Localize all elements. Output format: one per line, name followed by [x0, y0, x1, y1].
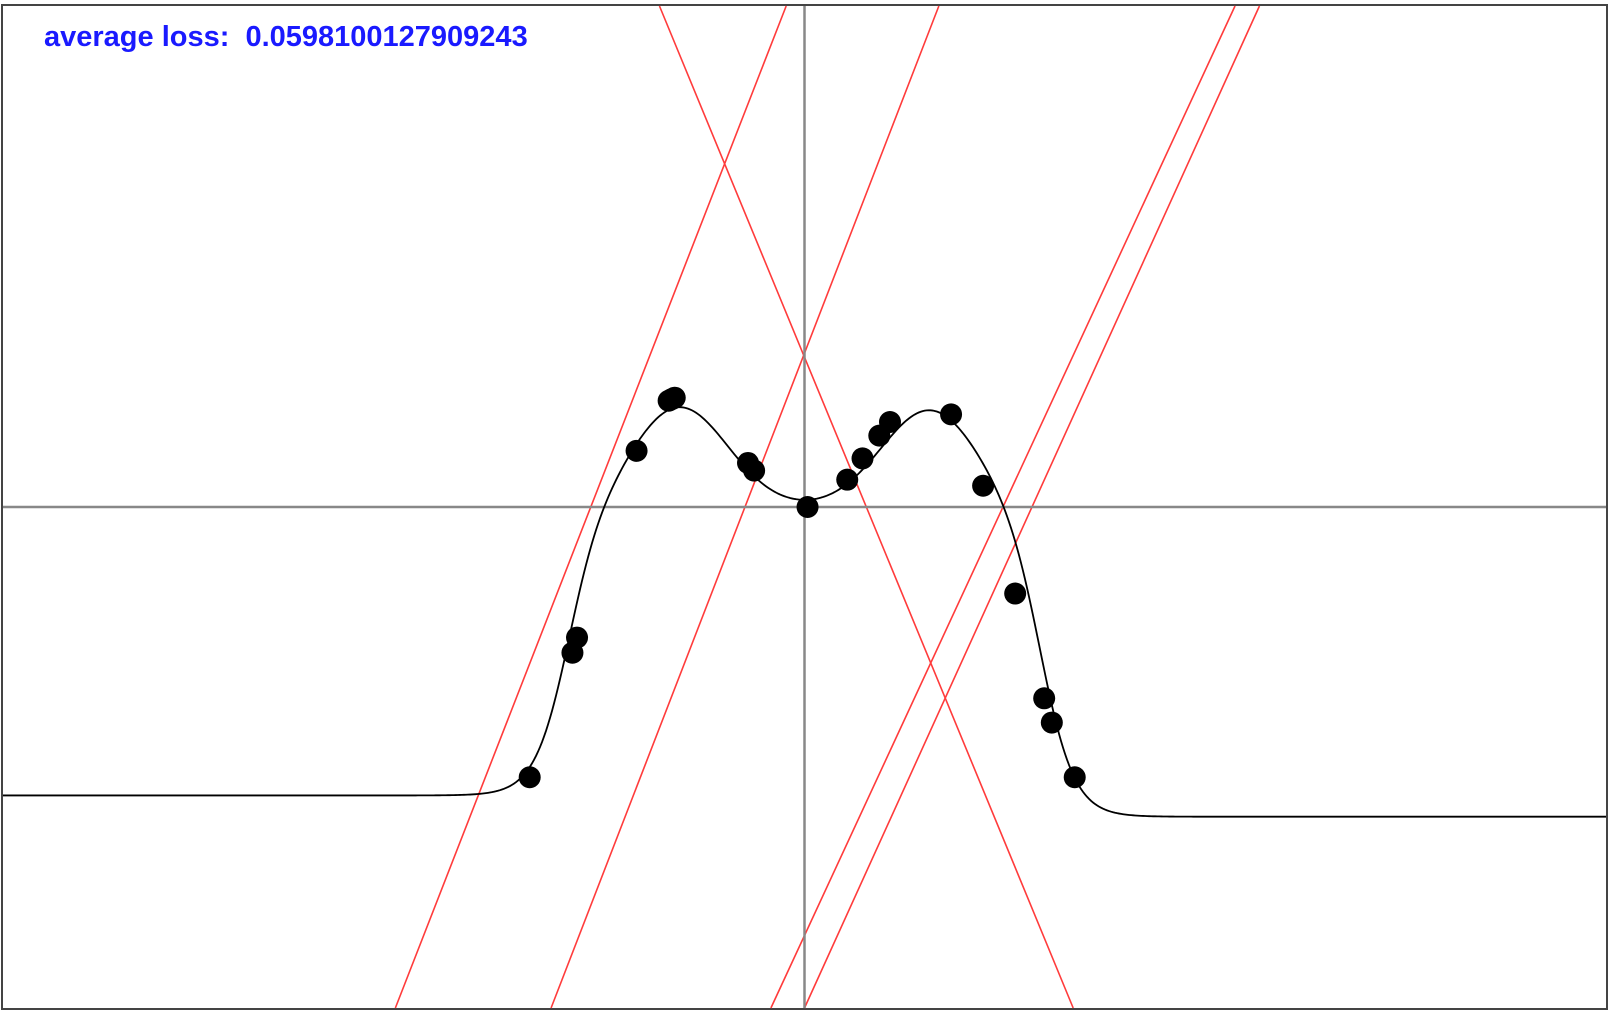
data-point-11 — [836, 468, 859, 491]
data-point-16 — [972, 474, 995, 497]
data-points-layer — [518, 386, 1086, 789]
average-loss-label: average loss: — [44, 21, 229, 53]
data-point-10 — [796, 496, 819, 518]
average-loss-annotation: average loss: 0.0598100127909243 — [44, 21, 528, 53]
data-point-14 — [878, 410, 901, 433]
data-point-15 — [940, 403, 963, 426]
data-point-4 — [625, 439, 648, 462]
data-point-20 — [1063, 766, 1086, 789]
data-point-12 — [851, 447, 874, 470]
data-point-19 — [1040, 711, 1063, 734]
data-point-17 — [1004, 582, 1027, 605]
data-point-9 — [743, 459, 766, 482]
data-point-3 — [566, 626, 589, 649]
data-point-18 — [1033, 687, 1056, 710]
data-point-1 — [518, 766, 541, 789]
average-loss-value: 0.0598100127909243 — [245, 21, 527, 53]
data-point-7 — [663, 386, 686, 409]
